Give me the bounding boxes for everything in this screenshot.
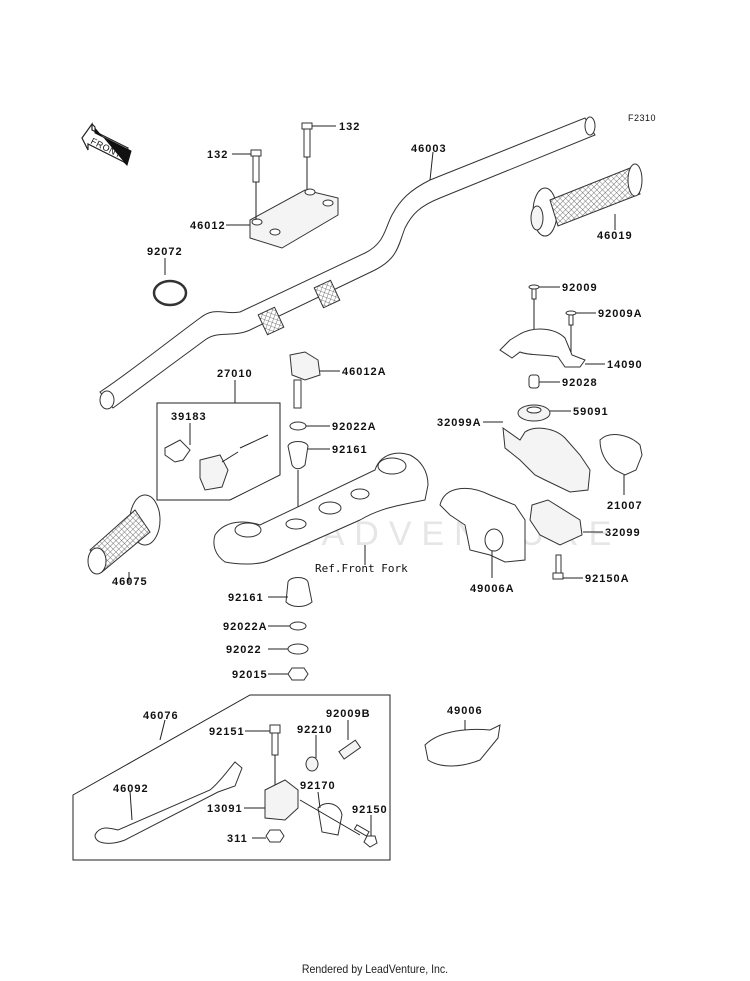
- label-132-right[interactable]: 132: [339, 121, 360, 133]
- throttle-cable-holder-21007[interactable]: [599, 434, 643, 476]
- label-92161-top[interactable]: 92161: [332, 444, 368, 456]
- bolt-92150A[interactable]: [552, 554, 564, 580]
- handlebar-clamp-46012[interactable]: [249, 188, 339, 249]
- label-92028[interactable]: 92028: [562, 377, 598, 389]
- damper-92161-top[interactable]: [287, 441, 309, 470]
- label-32099A[interactable]: 32099A: [437, 417, 482, 429]
- clamp-92170[interactable]: [317, 803, 343, 836]
- throttle-grip-46019[interactable]: [530, 163, 643, 237]
- washer-92022A-top[interactable]: [289, 421, 307, 431]
- label-92015[interactable]: 92015: [232, 669, 268, 681]
- ref-front-fork-note: Ref.Front Fork: [315, 562, 408, 575]
- label-46003[interactable]: 46003: [411, 143, 447, 155]
- label-92210[interactable]: 92210: [297, 724, 333, 736]
- adjuster-nut-92210[interactable]: [305, 756, 319, 772]
- bolt-132-right[interactable]: [301, 122, 313, 190]
- pivot-bolt-92151[interactable]: [269, 724, 281, 795]
- handlebar-holder-46012A[interactable]: [289, 351, 321, 409]
- nut-311[interactable]: [265, 829, 285, 843]
- adjuster-bolt-92009B[interactable]: [338, 739, 362, 760]
- handlebar-46003[interactable]: [99, 116, 596, 410]
- label-92022A-bottom[interactable]: 92022A: [223, 621, 268, 633]
- label-311[interactable]: 311: [227, 833, 248, 845]
- label-46012A[interactable]: 46012A: [342, 366, 387, 378]
- clutch-lever-46092[interactable]: [94, 761, 243, 844]
- label-46012[interactable]: 46012: [190, 220, 226, 232]
- label-46092[interactable]: 46092: [113, 783, 149, 795]
- throttle-cover-14090[interactable]: [499, 328, 586, 368]
- collar-92028[interactable]: [528, 374, 540, 389]
- clutch-lever-assy-box-46076: [72, 694, 391, 861]
- label-92022[interactable]: 92022: [226, 644, 262, 656]
- label-49006A[interactable]: 49006A: [470, 583, 515, 595]
- label-92150A[interactable]: 92150A: [585, 573, 630, 585]
- washer-92022A-bottom[interactable]: [289, 621, 307, 631]
- label-32099[interactable]: 32099: [605, 527, 641, 539]
- label-92150[interactable]: 92150: [352, 804, 388, 816]
- label-132-left[interactable]: 132: [207, 149, 228, 161]
- label-27010[interactable]: 27010: [217, 368, 253, 380]
- lever-boot-49006[interactable]: [424, 724, 501, 767]
- kill-switch-kit-27010[interactable]: [156, 402, 281, 501]
- label-46019[interactable]: 46019: [597, 230, 633, 242]
- throttle-cover-49006A[interactable]: [439, 487, 526, 563]
- label-92151[interactable]: 92151: [209, 726, 245, 738]
- label-92072[interactable]: 92072: [147, 246, 183, 258]
- footer-credit: Rendered by LeadVenture, Inc.: [301, 962, 449, 976]
- damper-92161-bottom[interactable]: [285, 577, 313, 607]
- label-46075[interactable]: 46075: [112, 576, 148, 588]
- label-92022A-top[interactable]: 92022A: [332, 421, 377, 433]
- pulley-59091[interactable]: [517, 404, 551, 422]
- nut-92015[interactable]: [287, 667, 309, 681]
- washer-92022[interactable]: [287, 643, 309, 655]
- ring-92072[interactable]: [152, 279, 188, 307]
- label-13091[interactable]: 13091: [207, 803, 243, 815]
- label-39183[interactable]: 39183: [171, 411, 207, 423]
- label-59091[interactable]: 59091: [573, 406, 609, 418]
- left-grip-46075[interactable]: [87, 494, 161, 575]
- clutch-holder-13091[interactable]: [264, 779, 299, 821]
- bolt-92150[interactable]: [353, 824, 378, 848]
- bolt-132-left[interactable]: [250, 149, 262, 220]
- figure-id: F2310: [628, 113, 656, 123]
- label-14090[interactable]: 14090: [607, 359, 643, 371]
- label-92009A[interactable]: 92009A: [598, 308, 643, 320]
- label-49006[interactable]: 49006: [447, 705, 483, 717]
- label-21007[interactable]: 21007: [607, 500, 643, 512]
- label-92170[interactable]: 92170: [300, 780, 336, 792]
- front-arrow-icon: FRONT: [81, 122, 132, 166]
- label-92009[interactable]: 92009: [562, 282, 598, 294]
- label-46076[interactable]: 46076: [143, 710, 179, 722]
- label-92009B[interactable]: 92009B: [326, 708, 371, 720]
- throttle-housing-32099A[interactable]: [502, 426, 591, 493]
- throttle-housing-lower-32099[interactable]: [529, 499, 583, 546]
- label-92161-bottom[interactable]: 92161: [228, 592, 264, 604]
